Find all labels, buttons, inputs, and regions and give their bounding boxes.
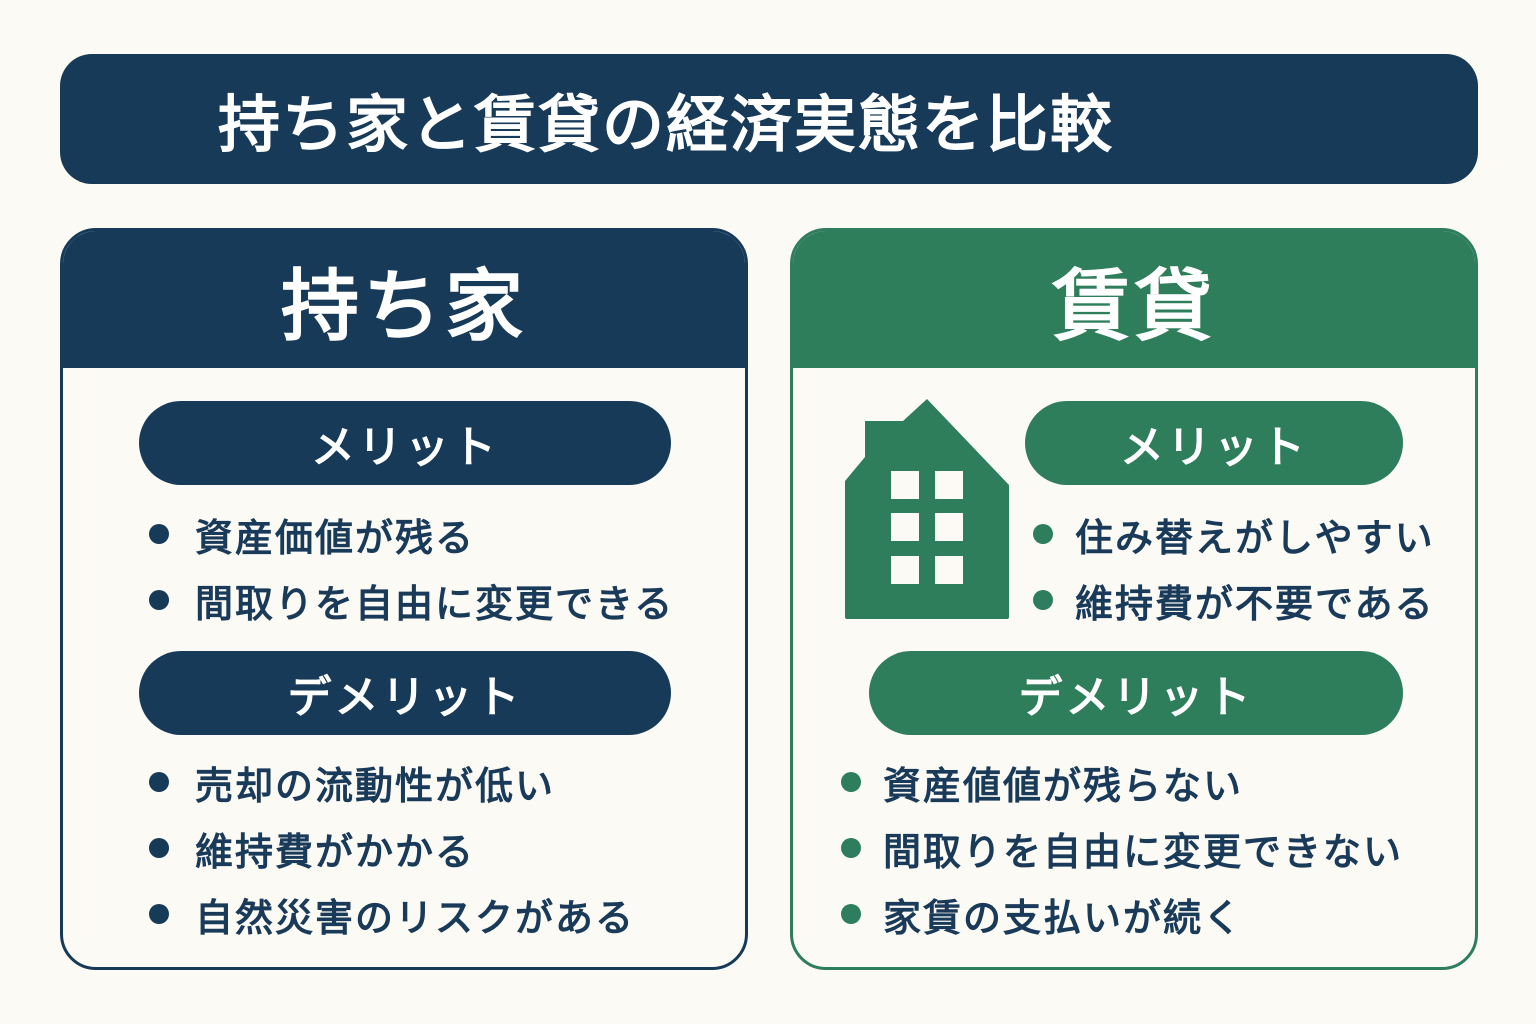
owned-merit-list: 資産価値が残る 間取りを自由に変更できる (149, 501, 674, 633)
bullet-icon (841, 904, 861, 924)
owned-demerit-label: デメリット (287, 672, 523, 723)
list-item: 資産価値が残る (149, 501, 674, 567)
bullet-icon (841, 838, 861, 858)
list-item: 資産値値が残らない (841, 749, 1403, 815)
owned-demerit-list: 売却の流動性が低い 維持費がかかる 自然災害のリスクがある (149, 749, 635, 947)
owned-home-heading: 持ち家 (280, 261, 527, 352)
bullet-icon (149, 772, 169, 792)
bullet-icon (149, 590, 169, 610)
rental-demerit-label: デメリット (1018, 672, 1254, 723)
list-item: 維持費が不要である (1033, 567, 1435, 633)
rental-merit-label: メリット (1120, 422, 1308, 473)
bullet-icon (841, 772, 861, 792)
page-title: 持ち家と賃貸の経済実態を比較 (218, 88, 1115, 161)
list-item: 間取りを自由に変更できる (149, 567, 674, 633)
title-banner: 持ち家と賃貸の経済実態を比較 (60, 54, 1478, 184)
rental-demerit-list: 資産値値が残らない 間取りを自由に変更できない 家賃の支払いが続く (841, 749, 1403, 947)
list-item: 自然災害のリスクがある (149, 881, 635, 947)
building-icon (845, 399, 1009, 619)
bullet-icon (149, 838, 169, 858)
list-item: 維持費がかかる (149, 815, 635, 881)
rental-heading: 賃貸 (1051, 261, 1216, 352)
owned-home-header: 持ち家 (63, 231, 745, 368)
bullet-icon (149, 904, 169, 924)
rental-merit-list: 住み替えがしやすい 維持費が不要である (1033, 501, 1435, 633)
owned-merit-pill: メリット (139, 401, 671, 485)
bullet-icon (1033, 524, 1053, 544)
list-item: 売却の流動性が低い (149, 749, 635, 815)
owned-demerit-pill: デメリット (139, 651, 671, 735)
rental-header: 賃貸 (793, 231, 1475, 368)
list-item: 家賃の支払いが続く (841, 881, 1403, 947)
rental-demerit-pill: デメリット (869, 651, 1403, 735)
owned-home-panel: 持ち家 メリット 資産価値が残る 間取りを自由に変更できる デメリット 売却の流… (60, 228, 748, 970)
owned-merit-label: メリット (311, 422, 499, 473)
bullet-icon (149, 524, 169, 544)
bullet-icon (1033, 590, 1053, 610)
list-item: 住み替えがしやすい (1033, 501, 1435, 567)
rental-merit-pill: メリット (1025, 401, 1403, 485)
rental-panel: 賃貸 メリット 住み替えがしやすい 維持費が不要である デメリット 資産値値が残… (790, 228, 1478, 970)
list-item: 間取りを自由に変更できない (841, 815, 1403, 881)
